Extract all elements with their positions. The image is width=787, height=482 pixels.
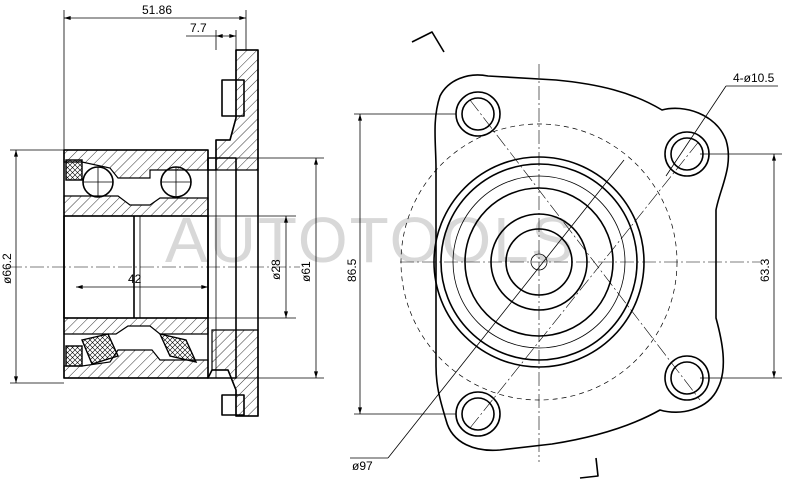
dim-inner-length: 42	[128, 272, 142, 286]
flange-upper-hatch	[215, 49, 259, 171]
flange-bolt-hole-lower	[221, 394, 245, 416]
roller-lower-left	[81, 333, 119, 365]
diag-centerline-1	[469, 99, 701, 401]
dim-pilot-diameter: ø61	[299, 261, 313, 282]
dim-bore-diameter: ø28	[269, 259, 283, 280]
dim-outer-diameter: ø66.2	[0, 253, 14, 284]
section-view	[8, 49, 300, 417]
hub-pilot	[207, 157, 237, 379]
dim-flange-height: 86.5	[345, 258, 359, 282]
dim-bolt-circle: ø97	[352, 459, 373, 473]
inner-ring-upper-hatch	[63, 195, 209, 217]
leader-bolt-holes	[665, 85, 727, 177]
section-mark-bottom	[579, 457, 599, 479]
flange-bolt-hole-upper	[221, 79, 245, 117]
dim-flange-thickness: 7.7	[190, 21, 207, 35]
seal-upper	[65, 159, 83, 181]
bolt-hole-bottom-right-inner	[670, 361, 704, 395]
dim-overall-length: 51.86	[142, 3, 172, 17]
flange-outline	[434, 74, 730, 452]
seal-lower	[65, 345, 83, 367]
section-dimensions: 51.86 7.7 ø66.2 42 ø28 ø61	[0, 3, 324, 384]
leader-bolt-circle	[387, 159, 625, 459]
dim-bolt-holes: 4-ø10.5	[733, 71, 775, 85]
bolt-hole-top-right-inner	[670, 137, 704, 171]
flange-lower-hatch	[211, 329, 259, 417]
bolt-hole-top-left-inner	[461, 97, 495, 131]
front-dimensions: 4-ø10.5 86.5 63.3 ø97	[345, 71, 782, 473]
inner-ring-lower-hatch	[63, 317, 209, 335]
roller-lower-right	[158, 332, 198, 364]
diag-centerline-2	[469, 139, 701, 429]
bolt-hole-bottom-left-inner	[461, 397, 495, 431]
section-mark-top	[411, 31, 445, 53]
dim-bolt-spacing: 63.3	[758, 258, 772, 282]
